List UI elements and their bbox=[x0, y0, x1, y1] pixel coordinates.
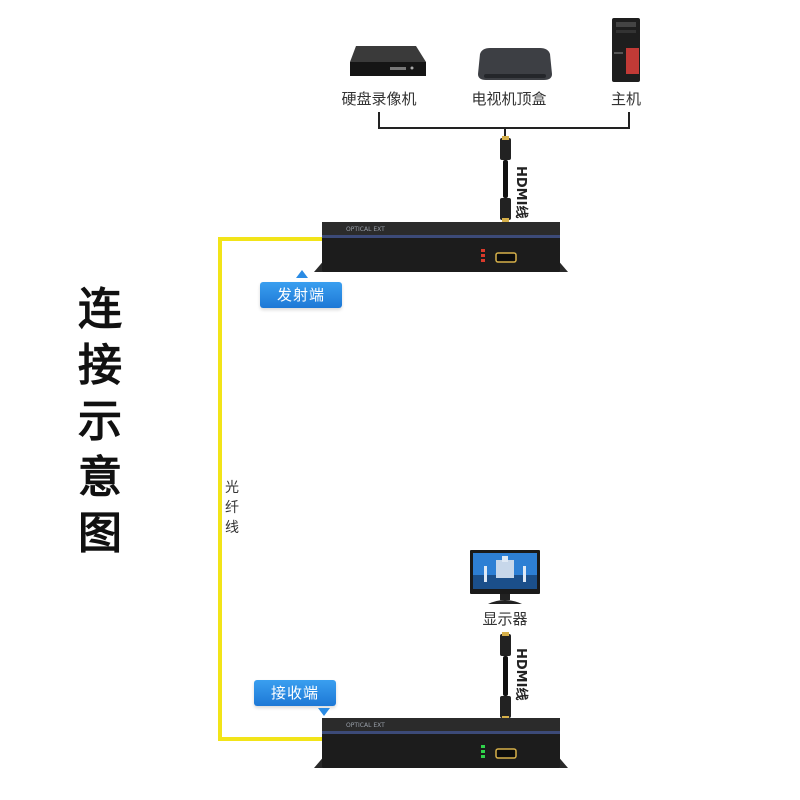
receiver-badge-arrow bbox=[318, 708, 330, 716]
fiber-label-char: 光 bbox=[225, 480, 239, 496]
pc-tower-icon bbox=[612, 18, 640, 82]
title-char: 示 bbox=[78, 396, 122, 447]
transmitter-hdmi-port bbox=[495, 252, 517, 263]
hdmi-cable-bottom bbox=[500, 632, 511, 720]
source-label-pc: 主机 bbox=[610, 90, 641, 108]
hdmi-label-bottom: HDMI线 bbox=[513, 648, 528, 701]
fiber-label-char: 线 bbox=[225, 520, 239, 536]
fiber-cable bbox=[218, 237, 326, 741]
source-label-set-top-box: 电视机顶盒 bbox=[471, 90, 547, 108]
monitor-label: 显示器 bbox=[482, 610, 528, 628]
title-char: 连 bbox=[78, 284, 122, 335]
receiver-badge: 接收端 bbox=[254, 680, 336, 706]
title-char: 图 bbox=[78, 508, 122, 559]
fiber-label: 光 纤 线 bbox=[224, 478, 240, 538]
svg-text:OPTICAL EXT: OPTICAL EXT bbox=[346, 722, 385, 729]
svg-text:OPTICAL EXT: OPTICAL EXT bbox=[346, 226, 385, 233]
fiber-label-char: 纤 bbox=[225, 500, 239, 516]
monitor-icon bbox=[470, 550, 540, 604]
hdmi-cable-top bbox=[500, 136, 511, 222]
set-top-box-icon bbox=[478, 48, 552, 80]
transmitter-badge-arrow bbox=[296, 270, 308, 278]
transmitter-badge: 发射端 bbox=[260, 282, 342, 308]
transmitter-device: OPTICAL EXT bbox=[314, 222, 568, 272]
transmitter-leds bbox=[481, 249, 485, 262]
title-char: 意 bbox=[78, 452, 122, 503]
title-char: 接 bbox=[78, 340, 122, 391]
receiver-leds bbox=[481, 745, 485, 758]
source-label-dvr: 硬盘录像机 bbox=[341, 90, 417, 108]
dvr-icon bbox=[350, 46, 426, 76]
receiver-device: OPTICAL EXT bbox=[314, 718, 568, 768]
receiver-hdmi-port bbox=[495, 748, 517, 759]
hdmi-label-top: HDMI线 bbox=[513, 166, 528, 219]
source-bracket bbox=[378, 112, 630, 129]
diagram-title: 连 接 示 意 图 bbox=[72, 282, 128, 562]
